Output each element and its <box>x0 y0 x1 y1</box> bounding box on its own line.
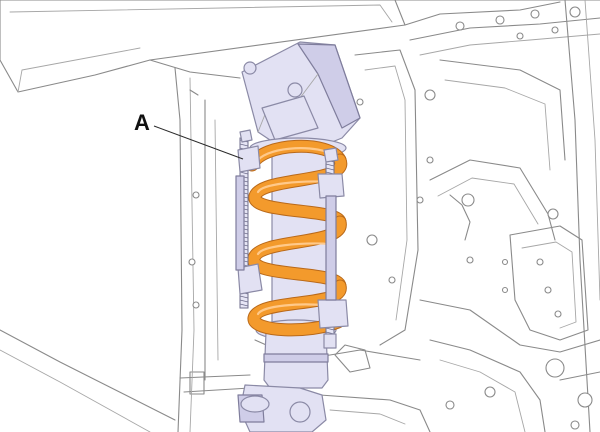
callout-a-label: A <box>134 110 150 135</box>
rod-thread-mark <box>239 299 249 303</box>
rod-thread-mark <box>325 167 335 171</box>
rod-thread-mark <box>239 303 249 307</box>
rod-thread-mark <box>325 327 335 331</box>
rod-thread-mark <box>325 163 335 167</box>
rod-thread-mark <box>239 295 249 299</box>
callout-a: A <box>134 110 244 160</box>
callout-a-leader <box>153 125 244 160</box>
spring-compressor-tool-icon <box>235 129 349 349</box>
rod-thread-mark <box>239 143 249 147</box>
